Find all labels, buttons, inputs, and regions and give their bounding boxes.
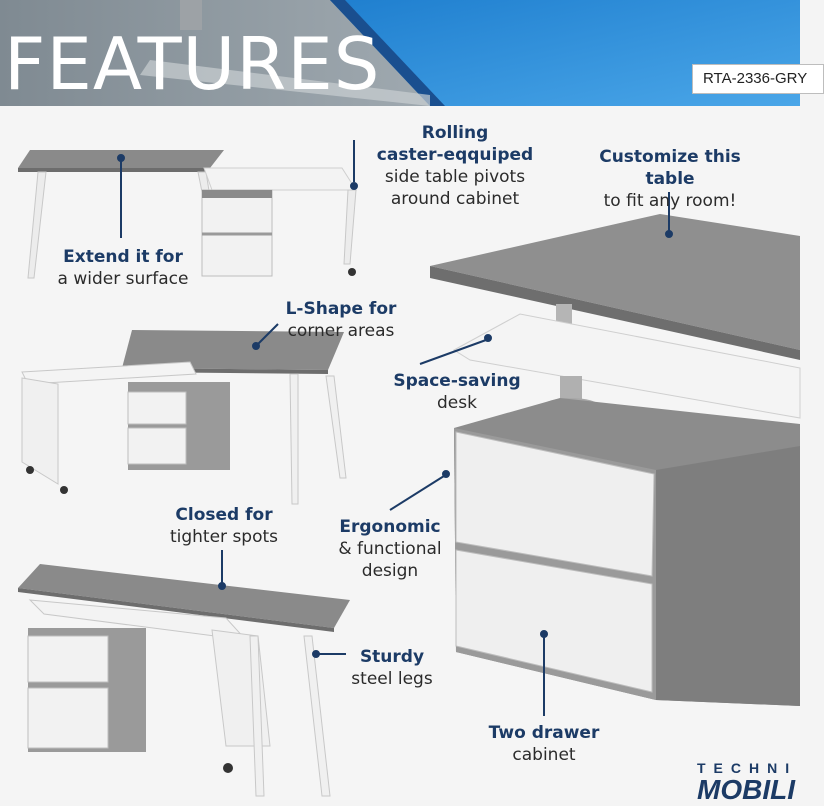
page-title: FEATURES [4,22,381,106]
customize-line2: to fit any room! [603,191,737,211]
lshape-title: L-Shape for [285,299,397,319]
sku-label: RTA-2336-GRY [692,64,824,94]
ergonomic-line3: design [361,561,419,581]
ergonomic-callout: Ergonomic & functional design [320,516,460,582]
sturdy-title: Sturdy [359,647,425,667]
customize-callout: Customize this table to fit any room! [572,146,768,212]
extend-title: Extend it for [63,247,183,267]
l-shape-desk-illustration [21,330,347,505]
sturdy-callout: Sturdy steel legs [336,646,448,690]
brand-wordmark-top: TECHNI [697,760,798,776]
space-line2: desk [437,393,477,413]
drawer-line2: cabinet [512,745,576,765]
rolling-callout: Rolling caster-eqquiped side table pivot… [370,122,540,210]
rolling-line4: around cabinet [390,189,520,209]
lshape-line2: corner areas [287,321,395,341]
closed-desk-illustration [18,564,350,797]
brand-wordmark-bottom: MOBILI [697,774,795,805]
header-banner [0,0,800,106]
rolling-subtitle: caster-eqquiped [376,145,534,165]
rolling-line3: side table pivots [384,167,526,187]
closed-line2: tighter spots [169,527,279,547]
extend-callout: Extend it for a wider surface [38,246,208,290]
space-title: Space-saving [393,371,521,391]
closed-title: Closed for [175,505,273,525]
rolling-title: Rolling [421,123,489,143]
extend-line2: a wider surface [57,269,189,289]
space-callout: Space-saving desk [382,370,532,414]
brand-logo: TECHNI MOBILI [697,760,817,805]
ergonomic-title: Ergonomic [339,517,441,537]
closed-callout: Closed for tighter spots [144,504,304,548]
customize-title: Customize this table [599,147,741,189]
product-illustrations [18,140,801,797]
drawer-title: Two drawer [488,723,600,743]
leader-lines [117,140,673,716]
sturdy-line2: steel legs [351,669,433,689]
lshape-callout: L-Shape for corner areas [256,298,426,342]
cabinet-closeup-illustration [430,214,801,706]
drawer-callout: Two drawer cabinet [474,722,614,766]
ergonomic-line2: & functional [338,539,442,559]
